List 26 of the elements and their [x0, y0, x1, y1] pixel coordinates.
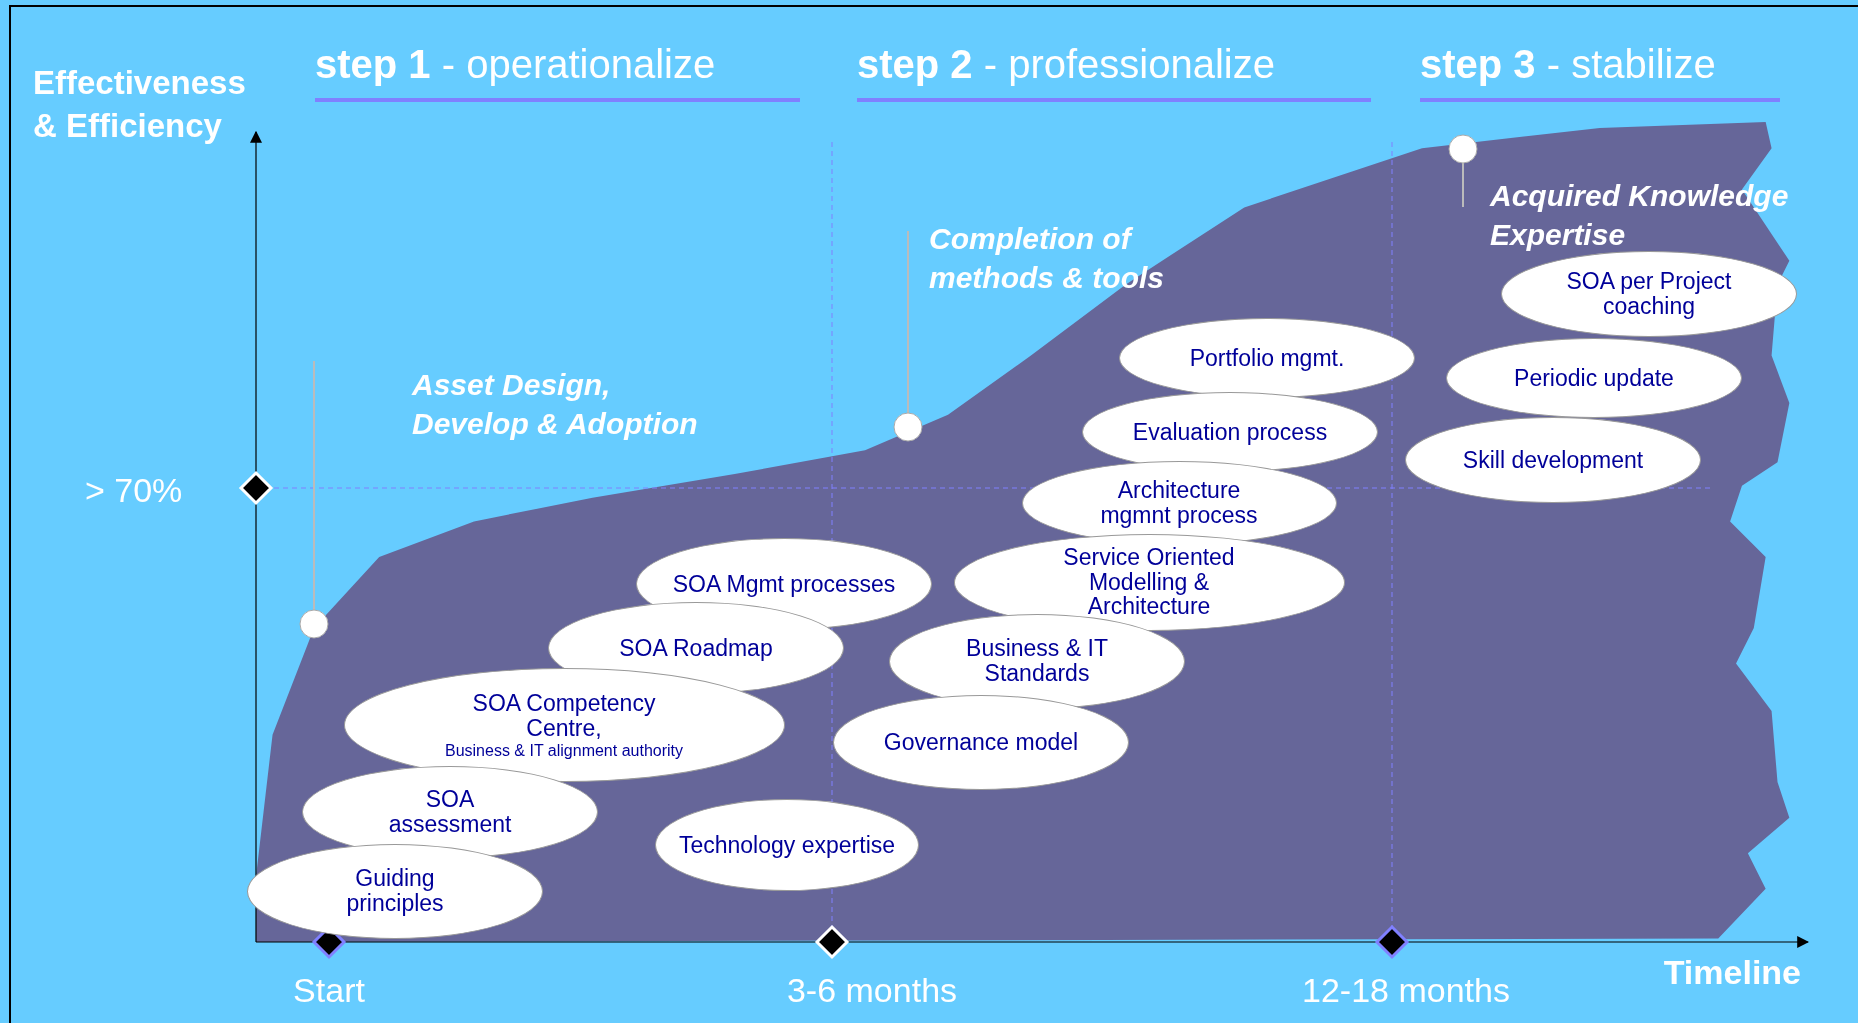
step-heading: step 1 - operationalize — [315, 41, 716, 88]
axis-title: Effectiveness & Efficiency — [33, 63, 247, 146]
node-text: SOA Competency Centre, — [471, 691, 657, 741]
node-text: Business & IT Standards — [965, 636, 1109, 686]
axis-tick-label: 3-6 months — [786, 970, 958, 1011]
node-text: Evaluation process — [1132, 419, 1328, 445]
axis-tick-label: 12-18 months — [1302, 970, 1510, 1011]
step-heading: step 2 - professionalize — [857, 41, 1275, 88]
node-text: Portfolio mgmt. — [1189, 345, 1345, 371]
node-text: Governance model — [883, 729, 1079, 755]
node-subtext: Business & IT alignment authority — [444, 741, 683, 759]
node-text: SOA per Project coaching — [1565, 269, 1733, 319]
node-text: Guiding principles — [345, 866, 445, 916]
axis-title: Timeline — [1663, 952, 1801, 993]
node-text: SOA Mgmt processes — [672, 571, 896, 597]
node-text: Service Oriented Modelling & Architecture — [1062, 544, 1236, 620]
node-text: Technology expertise — [678, 832, 896, 858]
node-text: Skill development — [1462, 447, 1644, 473]
axis-tick-label: Start — [293, 970, 365, 1011]
node-text: Periodic update — [1514, 365, 1674, 391]
node-text: SOA Roadmap — [619, 635, 773, 661]
milestone-caption: Asset Design, Develop & Adoption — [412, 367, 699, 442]
step-heading: step 3 - stabilize — [1420, 41, 1716, 88]
node-text: SOA assessment — [387, 787, 513, 837]
node-text: Architecture mgmnt process — [1099, 478, 1259, 528]
axis-tick-label: > 70% — [85, 470, 183, 511]
